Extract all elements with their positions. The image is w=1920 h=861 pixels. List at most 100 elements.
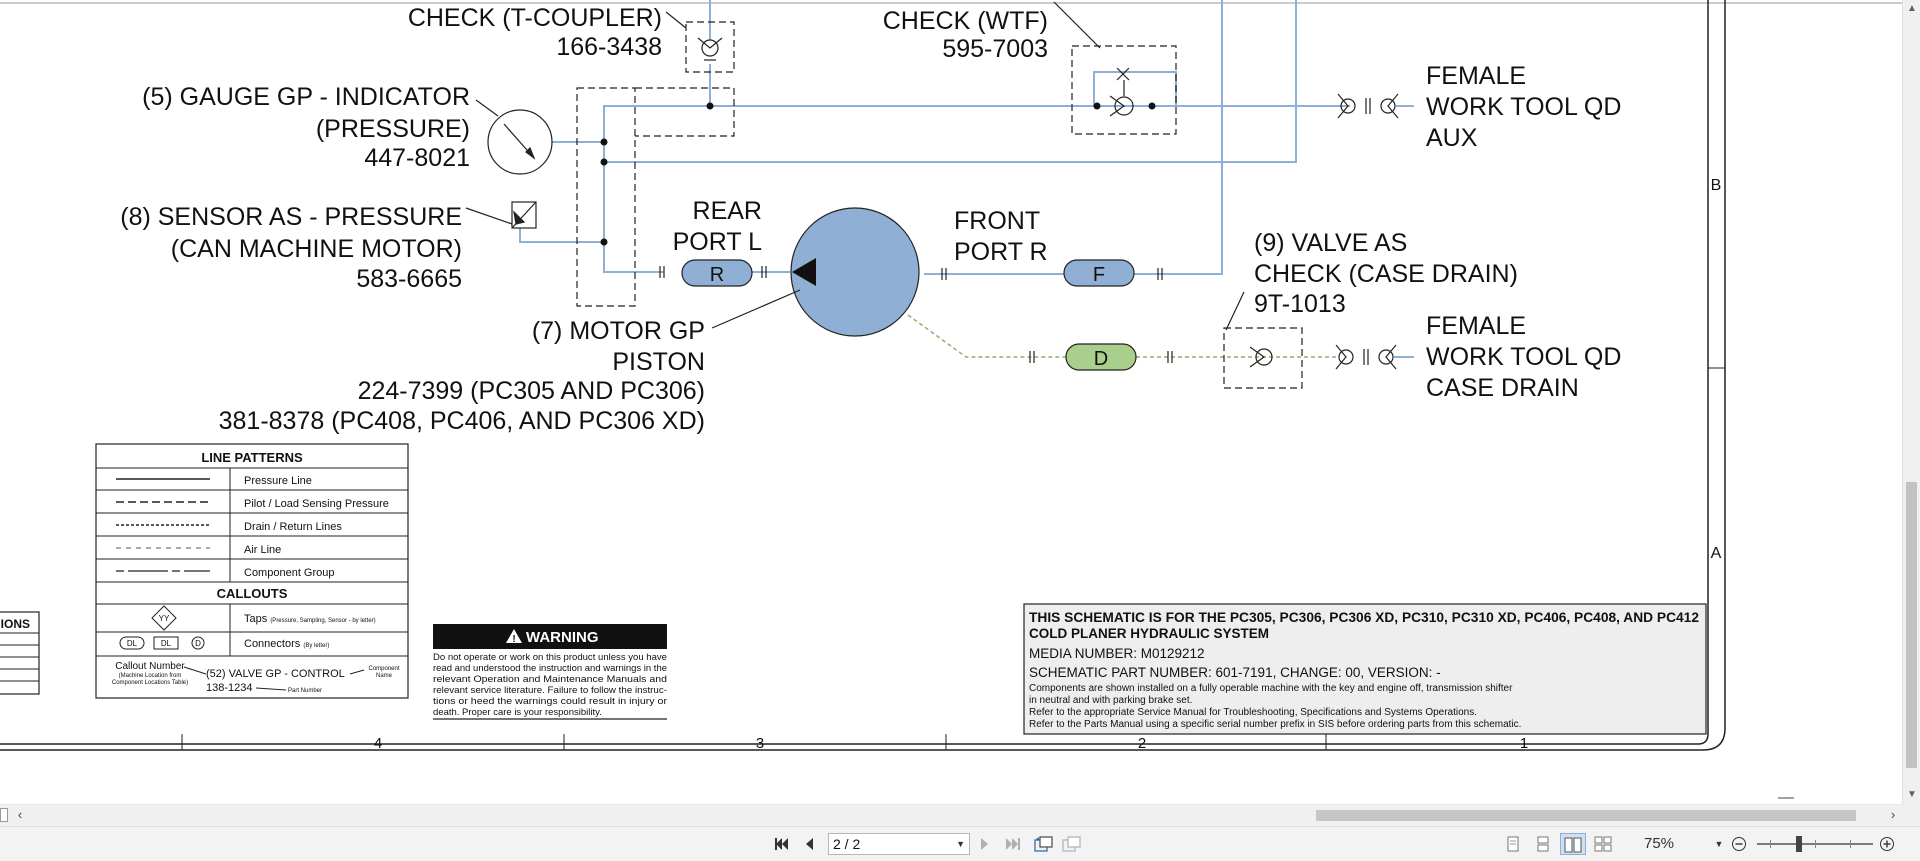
scroll-left-icon[interactable]: ‹ — [17, 807, 23, 822]
label-aux-1: FEMALE — [1426, 62, 1526, 90]
connector-symbol-1: DL — [127, 639, 138, 648]
label-sensor-1: (8) SENSOR AS - PRESSURE — [120, 203, 462, 231]
vertical-scrollbar[interactable]: ▲ ▼ — [1902, 0, 1920, 804]
last-page-icon[interactable] — [1002, 833, 1024, 855]
legend-row-2: Pilot / Load Sensing Pressure — [244, 498, 389, 510]
two-page-continuous-icon[interactable] — [1592, 833, 1614, 855]
paste-page-icon[interactable] — [1060, 833, 1084, 855]
continuous-view-icon[interactable] — [1532, 833, 1554, 855]
component-name-1: Component — [368, 666, 399, 672]
callout-example: (52) VALVE GP - CONTROL — [206, 668, 345, 680]
component-groups — [576, 21, 1303, 389]
partial-table-title: IONS — [1, 617, 30, 631]
junction-dots — [600, 102, 1156, 246]
taps-label: Taps (Pressure, Sampling, Sensor - by le… — [244, 613, 376, 625]
zoom-tick — [1815, 840, 1816, 848]
part-example: 138-1234 — [206, 682, 253, 694]
label-sensor-2: (CAN MACHINE MOTOR) — [171, 235, 462, 263]
info-note-1: Components are shown installed on a full… — [1029, 683, 1513, 694]
leader-lines — [465, 1, 1245, 331]
info-part-number: SCHEMATIC PART NUMBER: 601-7191, CHANGE:… — [1029, 665, 1441, 680]
quick-disconnect-aux — [1337, 93, 1399, 119]
legend-row-4: Air Line — [244, 544, 281, 556]
scroll-right-icon[interactable]: › — [1890, 807, 1896, 822]
label-aux-2: WORK TOOL QD — [1426, 93, 1621, 121]
drain-line — [907, 314, 1338, 358]
warning-line-2: read and understood the instruction and … — [433, 663, 667, 674]
label-check-tcoupler-pn: 166-3438 — [556, 33, 662, 61]
label-cd-1: FEMALE — [1426, 312, 1526, 340]
next-page-icon[interactable] — [974, 833, 996, 855]
warning-title: WARNING — [526, 629, 599, 646]
document-viewport[interactable]: B A 4 3 2 1 — [0, 0, 1902, 804]
pressure-gauge-icon — [487, 109, 553, 175]
prev-page-icon[interactable] — [798, 833, 820, 855]
partial-table: IONS — [0, 611, 40, 695]
check-valve-wtf — [1109, 67, 1134, 117]
taps-symbol: YY — [159, 614, 170, 623]
label-check-wtf: CHECK (WTF) — [883, 7, 1048, 35]
page-frame — [0, 0, 1902, 751]
check-valve-case-drain — [1249, 346, 1273, 368]
info-title-1: THIS SCHEMATIC IS FOR THE PC305, PC306, … — [1029, 610, 1699, 625]
copy-page-icon[interactable] — [1032, 833, 1056, 855]
label-gauge-1: (5) GAUGE GP - INDICATOR — [142, 83, 470, 111]
warning-line-1: Do not operate or work on this product u… — [433, 652, 667, 663]
legend-title: LINE PATTERNS — [201, 450, 303, 465]
label-valve-2: CHECK (CASE DRAIN) — [1254, 260, 1518, 288]
scroll-down-icon[interactable]: ▼ — [1907, 789, 1917, 800]
horizontal-scroll-box[interactable] — [0, 808, 8, 822]
zoom-tick — [1770, 840, 1771, 848]
svg-text:R: R — [710, 264, 724, 286]
component-labels: CHECK (T-COUPLER) 166-3438 CHECK (WTF) 5… — [120, 4, 1621, 435]
line-break-marks — [659, 266, 1173, 363]
callout-number-label: Callout Number — [115, 661, 185, 672]
horizontal-scrollbar[interactable]: ‹ › — [0, 804, 1902, 826]
label-front-2: PORT R — [954, 238, 1048, 266]
column-label-1: 1 — [1520, 735, 1528, 752]
scroll-up-icon[interactable]: ▲ — [1907, 3, 1917, 14]
info-title-2: COLD PLANER HYDRAULIC SYSTEM — [1029, 626, 1269, 641]
label-front-1: FRONT — [954, 207, 1040, 235]
zone-label-b: B — [1711, 177, 1722, 194]
zone-label-a: A — [1711, 545, 1722, 562]
line-patterns-legend: LINE PATTERNS Pressure Line Pilot / Load… — [95, 443, 409, 699]
label-check-wtf-pn: 595-7003 — [942, 35, 1048, 63]
callout-note-2: Component Locations Table) — [112, 680, 188, 686]
info-note-4: Refer to the Parts Manual using a specif… — [1029, 719, 1521, 730]
connector-d: D — [1065, 343, 1137, 371]
connector-f: F — [1063, 259, 1135, 287]
scrollbar-corner — [1902, 804, 1920, 826]
hydraulic-lines — [519, 0, 1414, 358]
label-sensor-pn: 583-6665 — [356, 265, 462, 293]
part-number-label: Part Number — [288, 688, 322, 694]
label-aux-3: AUX — [1426, 124, 1478, 152]
info-media-number: MEDIA NUMBER: M0129212 — [1029, 646, 1205, 661]
bottom-toolbar: 2 / 2 ▼ 75% ▼ — [0, 826, 1920, 861]
info-note-2: in neutral and with parking brake set. — [1029, 695, 1192, 706]
svg-text:!: ! — [512, 634, 515, 645]
warning-box: ! WARNING Do not operate or work on this… — [433, 624, 667, 720]
zoom-dropdown-icon[interactable]: ▼ — [1714, 839, 1724, 849]
single-page-view-icon[interactable] — [1502, 833, 1524, 855]
page-number-select[interactable]: 2 / 2 ▼ — [828, 833, 970, 855]
zoom-level[interactable]: 75% — [1644, 835, 1675, 852]
label-gauge-pn: 447-8021 — [364, 144, 470, 172]
label-motor-pn1: 224-7399 (PC305 AND PC306) — [358, 377, 705, 405]
zoom-slider-thumb[interactable] — [1796, 836, 1802, 852]
schematic-info-box: THIS SCHEMATIC IS FOR THE PC305, PC306, … — [1023, 603, 1707, 735]
first-page-icon[interactable] — [770, 833, 792, 855]
info-note-3: Refer to the appropriate Service Manual … — [1029, 707, 1477, 718]
svg-text:D: D — [1094, 348, 1108, 370]
label-valve-pn: 9T-1013 — [1254, 290, 1346, 318]
label-valve-1: (9) VALVE AS — [1254, 229, 1407, 257]
zoom-out-icon[interactable] — [1728, 833, 1750, 855]
page-number-value: 2 / 2 — [833, 836, 861, 852]
component-name-2: Name — [376, 673, 393, 679]
horizontal-scroll-thumb[interactable] — [1316, 810, 1856, 821]
vertical-scroll-thumb[interactable] — [1906, 482, 1917, 768]
svg-text:F: F — [1093, 264, 1105, 286]
zoom-in-icon[interactable] — [1876, 833, 1898, 855]
two-page-view-icon[interactable] — [1560, 833, 1586, 855]
label-motor-pn2: 381-8378 (PC408, PC406, AND PC306 XD) — [219, 407, 705, 435]
